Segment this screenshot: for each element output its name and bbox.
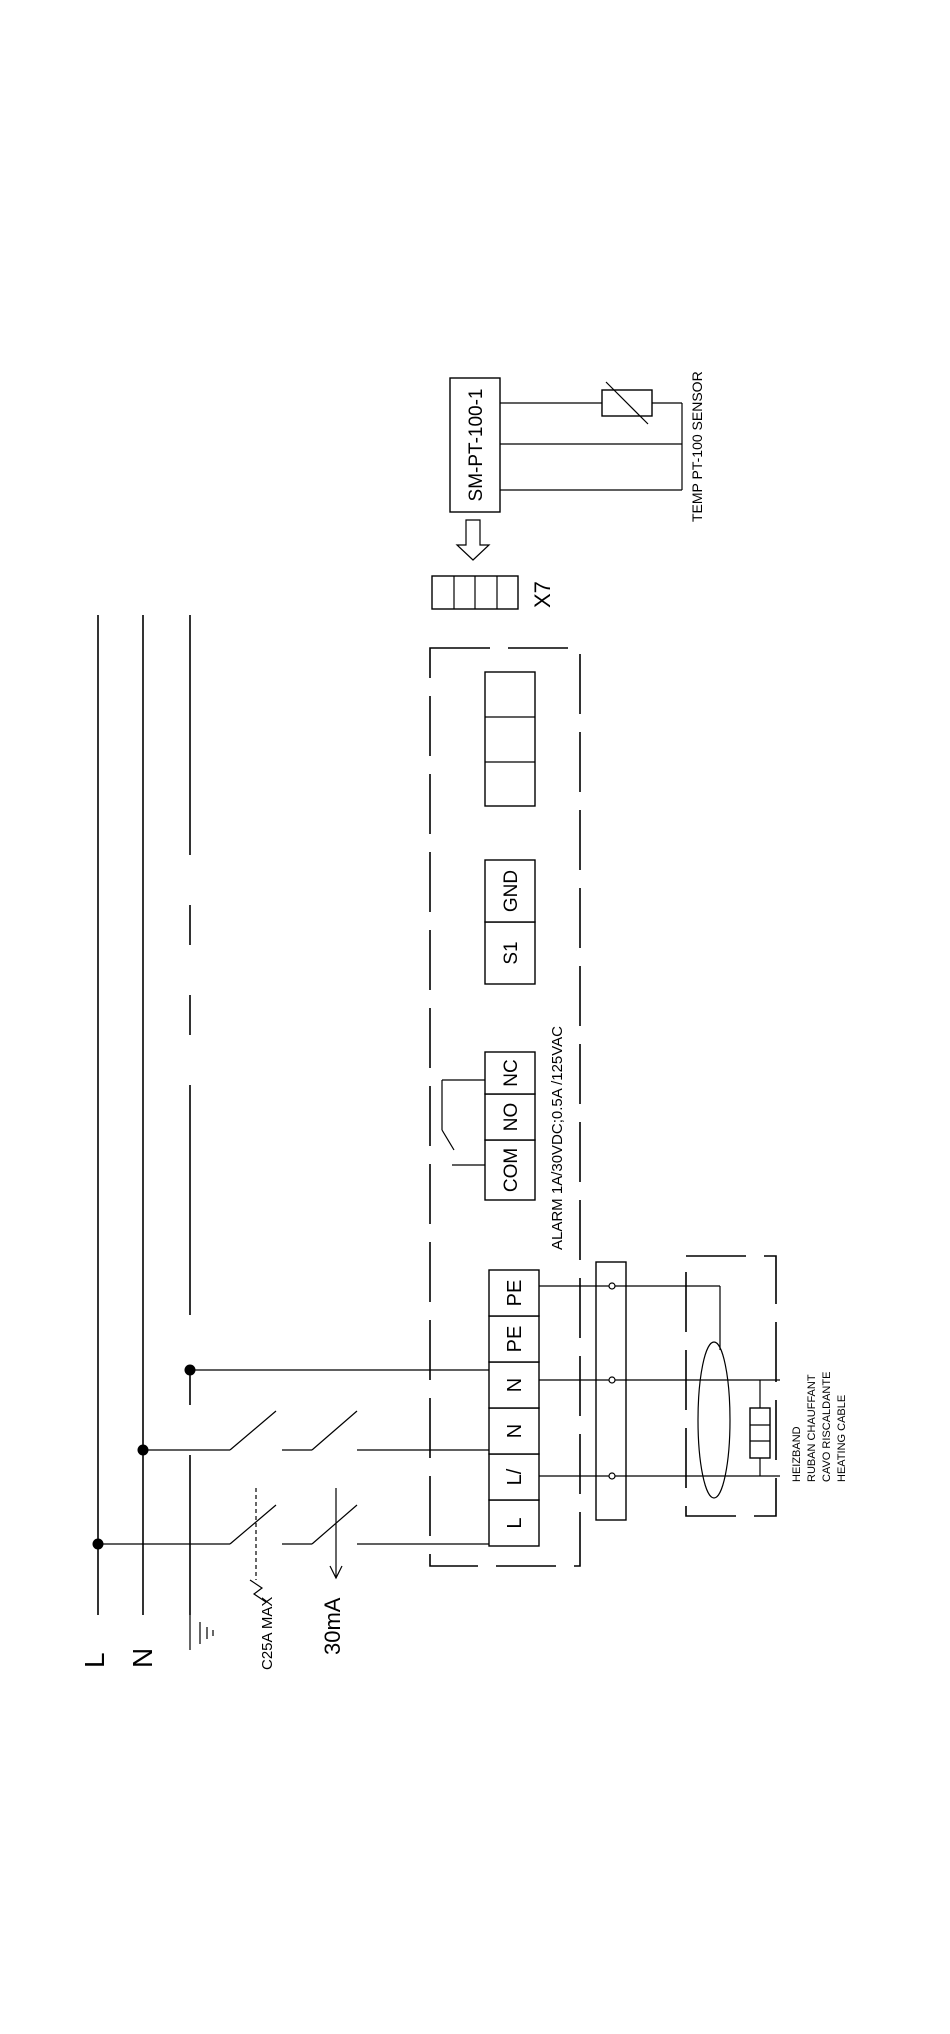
terminal-label: N — [504, 1378, 526, 1392]
rcd-switch: 30mA — [312, 1411, 357, 1655]
breaker-label: C25A MAX — [259, 1597, 276, 1670]
earth-icon — [190, 1615, 213, 1650]
terminal-label: L/ — [504, 1468, 526, 1485]
rail-n-label: N — [127, 1648, 158, 1668]
supply-rails: L N — [79, 615, 213, 1668]
heating-cable-label: HEATING CABLE — [836, 1395, 848, 1482]
sensor-label: TEMP PT-100 SENSOR — [689, 371, 705, 522]
signal-terminal-block: S1 GND — [485, 860, 535, 984]
down-arrow-icon — [457, 520, 489, 560]
alarm-terminal-block: COM NO NC ALARM 1A/30VDC;0.5A /125VAC — [442, 1026, 566, 1250]
alarm-terminal-label: NO — [501, 1103, 522, 1132]
heating-cable-label: HEIZBAND — [791, 1426, 803, 1482]
connector-label: X7 — [530, 581, 555, 608]
terminal-label: N — [504, 1424, 526, 1438]
terminal-label: L — [504, 1517, 526, 1528]
alarm-rating: ALARM 1A/30VDC;0.5A /125VAC — [549, 1026, 566, 1250]
sensor-module-label: SM-PT-100-1 — [466, 389, 487, 502]
sensor-module: SM-PT-100-1 TEMP PT-100 SENSOR — [450, 371, 705, 522]
junction-dot — [609, 1377, 615, 1383]
junction-dot — [609, 1283, 615, 1289]
relay-contact-icon — [442, 1080, 485, 1165]
terminal-label: PE — [504, 1280, 526, 1307]
x7-connector: X7 — [432, 576, 555, 609]
heating-cable-label: CAVO RISCALDANTE — [821, 1372, 833, 1482]
heating-cable-label: RUBAN CHAUFFANT — [806, 1374, 818, 1482]
circuit-breaker: C25A MAX — [230, 1411, 276, 1670]
spare-terminal-block — [485, 672, 535, 806]
terminal-label: PE — [504, 1326, 526, 1353]
signal-terminal-label: GND — [501, 870, 522, 912]
heating-element-icon — [750, 1408, 770, 1458]
alarm-terminal-label: COM — [501, 1148, 522, 1192]
junction-dot — [609, 1473, 615, 1479]
heating-cable: HEIZBAND RUBAN CHAUFFANT CAVO RISCALDANT… — [686, 1256, 848, 1516]
rcd-label: 30mA — [320, 1597, 345, 1655]
cable-shield-icon — [698, 1342, 730, 1498]
power-terminal-block: L L/ N N PE PE — [489, 1270, 539, 1546]
rail-l-label: L — [79, 1652, 110, 1668]
pt100-sensor-icon — [602, 382, 652, 424]
output-junction-box — [539, 1262, 780, 1520]
signal-terminal-label: S1 — [501, 941, 522, 964]
feed-wires — [98, 1370, 500, 1544]
alarm-terminal-label: NC — [501, 1059, 522, 1086]
